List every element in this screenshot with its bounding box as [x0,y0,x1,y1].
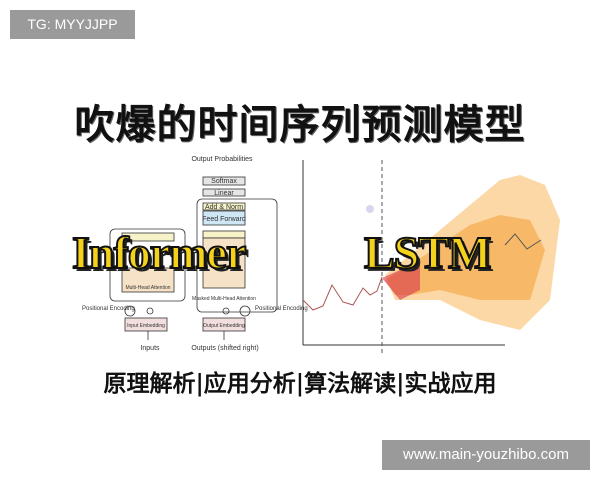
outputs-label: Outputs (shifted right) [191,345,258,352]
attention-label: Multi-Head Attention [125,285,170,291]
transformer-diagram: Output Probabilities Softmax Linear Add … [82,156,308,352]
inputs-label: Inputs [140,345,160,352]
masked-attention-label: Masked Multi-Head Attention [192,296,256,302]
input-embedding-label: Input Embedding [127,323,165,329]
positional-encoding-right: Positional Encoding [255,306,308,312]
watermark-badge: TG: MYYJJPP [10,10,135,39]
output-embedding-label: Output Embedding [203,323,245,329]
subtitle: 原理解析|应用分析|算法解读|实战应用 [103,370,497,397]
positional-encoding-left: Positional Encoding [82,306,135,312]
linear-label: Linear [214,190,234,197]
site-badge: www.main-youzhibo.com [382,440,590,470]
forecast-chart [302,160,560,355]
informer-overlay-text: Informer [71,226,247,279]
page-title: 吹爆的时间序列预测模型 [74,102,526,148]
output-probabilities-label: Output Probabilities [191,156,253,163]
lstm-overlay-text: LSTM [363,226,492,279]
feed-forward-label: Feed Forward [202,216,246,223]
add-norm-label: Add & Norm [205,204,243,211]
softmax-label: Softmax [211,178,237,185]
